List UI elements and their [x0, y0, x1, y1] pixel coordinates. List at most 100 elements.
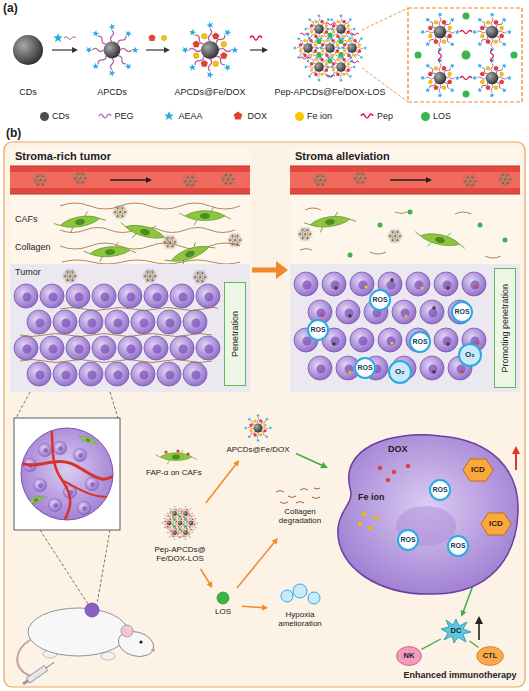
connector-line — [146, 49, 166, 50]
drawing-path — [17, 640, 30, 676]
drawing-use — [14, 284, 38, 308]
ctl-outline — [477, 647, 504, 666]
drawing-use — [294, 272, 318, 296]
nk-cell: NK — [396, 646, 422, 666]
drawing-use — [83, 241, 136, 263]
connector-line — [206, 463, 237, 503]
drawing-circle — [348, 314, 352, 318]
drawing-circle — [511, 52, 518, 59]
legend-swatch — [295, 112, 304, 121]
drawing-use — [336, 300, 360, 324]
connector — [237, 538, 278, 588]
drawing-path — [20, 334, 212, 337]
drawing-circle — [432, 370, 436, 374]
drawing-g — [348, 210, 508, 258]
drawing-circle — [121, 625, 133, 637]
drawing-ellipse — [28, 608, 128, 656]
agent-label: Hypoxia amelioration — [272, 610, 328, 628]
drawing-path — [276, 491, 284, 493]
drawing-circle — [85, 603, 99, 617]
drawing-circle — [186, 452, 189, 455]
drawing-path — [296, 502, 304, 504]
dendritic-cell: DC — [440, 618, 472, 644]
drawing-circle — [477, 342, 480, 345]
drawing-rect — [408, 8, 522, 102]
drawing-use — [105, 310, 129, 334]
drawing-path — [300, 249, 312, 251]
drawing-line — [16, 392, 30, 418]
text-label: Collagen — [14, 242, 52, 252]
drawing-circle — [463, 91, 470, 98]
scene-panel: Stroma alleviationPromoting penetrationR… — [290, 148, 520, 392]
drawing-circle — [461, 371, 464, 374]
drawing-use — [72, 170, 88, 185]
legend-item: DOX — [231, 110, 268, 122]
drawing-circle — [503, 238, 508, 243]
drawing-use — [293, 14, 367, 82]
agent-label: APCDs@Fe/DOX — [226, 445, 289, 454]
ros-circle: ROS — [397, 529, 419, 551]
legend-icon — [360, 110, 374, 122]
drawing-use — [472, 58, 512, 98]
dox-molecule — [386, 478, 391, 483]
drawing-rect — [4, 142, 525, 687]
drawing-circle — [365, 286, 368, 289]
drawing-line — [97, 530, 110, 604]
connector-line — [201, 569, 211, 584]
text-label: Tumor — [14, 267, 42, 277]
drawing-line — [290, 165, 520, 166]
drawing-path — [370, 252, 386, 254]
drawing-g — [332, 278, 450, 374]
dox-sample — [233, 112, 242, 120]
stage-label: APCDs — [97, 87, 127, 97]
arrow-head — [461, 610, 467, 617]
ros-circle: ROS — [354, 357, 376, 379]
drawing-circle — [405, 315, 408, 318]
drawing-rect — [10, 166, 250, 194]
drawing-use — [183, 310, 207, 334]
box-label: Promoting penetration — [500, 284, 510, 373]
legend-icon — [162, 110, 176, 122]
legend-text: LOS — [433, 111, 451, 121]
drawing-use — [420, 58, 460, 98]
agent-icon: APCDs@Fe/DOX — [222, 414, 294, 458]
particle-stage: APCDs — [80, 0, 144, 100]
drawing-use — [312, 172, 328, 187]
cell-outline — [338, 435, 518, 594]
drawing-use — [79, 362, 103, 386]
drawing-use — [118, 217, 173, 248]
ros-label: ROS — [372, 296, 387, 304]
legend-item: CDs — [40, 111, 70, 121]
legend-swatch — [40, 112, 49, 121]
drawing-g — [21, 660, 56, 687]
ros-circle: ROS — [307, 319, 329, 341]
drawing-use — [244, 414, 272, 442]
drawing-use — [179, 207, 231, 225]
penetration-box: Promoting penetration — [494, 268, 516, 388]
drawing-rect — [10, 172, 250, 188]
drawing-circle — [334, 286, 338, 290]
oxygen-label: O₂ — [395, 367, 405, 376]
pep-sample — [361, 114, 373, 118]
ros-circle: ROS — [369, 289, 391, 311]
drawing-circle — [176, 449, 179, 452]
drawing-use — [40, 284, 64, 308]
drawing-use — [182, 22, 239, 79]
cell-label: Fe ion — [358, 492, 385, 502]
connector-line — [469, 641, 478, 648]
drawing-path — [18, 462, 118, 480]
agent-label: Pep-APCDs@ Fe/DOX-LOS — [150, 545, 210, 563]
drawing-use — [14, 336, 38, 360]
drawing-use — [155, 450, 197, 464]
drawing-line — [46, 662, 54, 668]
drawing-use — [434, 272, 458, 296]
drawing-use — [33, 478, 46, 491]
arrow-head — [262, 47, 268, 53]
drawing-circle — [321, 314, 324, 317]
penetration-box: Penetration — [224, 282, 246, 386]
legend-text: CDs — [52, 111, 70, 121]
ros-label: ROS — [357, 364, 372, 372]
fe-ion — [374, 516, 378, 520]
ros-circle: ROS — [447, 535, 469, 557]
drawing-use — [420, 356, 444, 380]
